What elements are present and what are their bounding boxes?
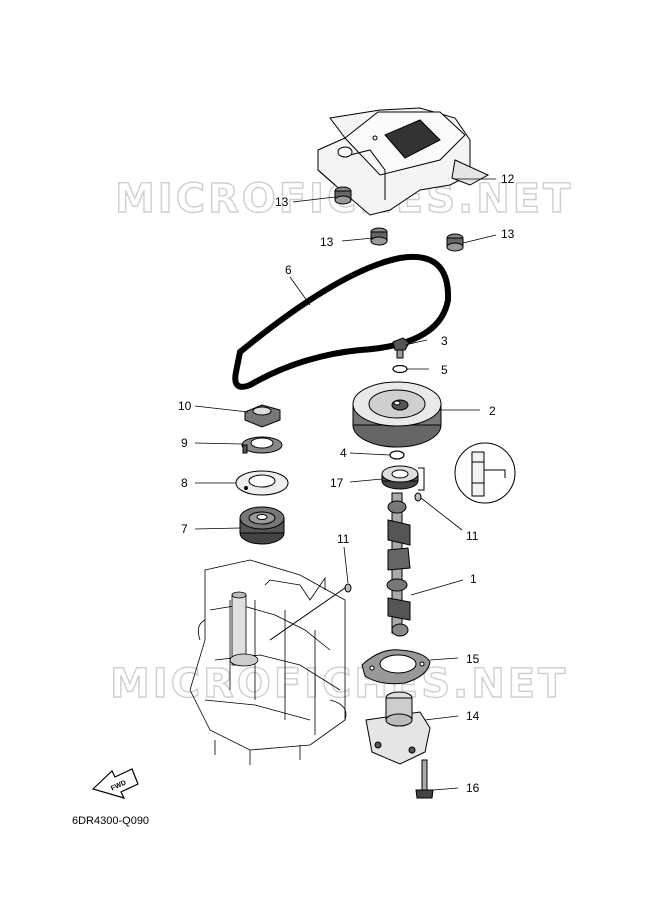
part-11-pin-b[interactable] — [344, 583, 352, 593]
callout-17: 17 — [330, 476, 344, 490]
part-11-pin-a[interactable] — [414, 492, 422, 502]
callout-8: 8 — [181, 476, 188, 490]
part-9-lock-washer[interactable] — [241, 436, 283, 454]
callout-10: 10 — [178, 399, 192, 413]
watermark-bottom: MICROFICHES.NET — [110, 661, 568, 707]
engine-block-outline — [189, 559, 347, 765]
callout-13-b: 13 — [320, 235, 334, 249]
part-16-bolt[interactable] — [415, 759, 434, 799]
callout-6: 6 — [285, 263, 292, 277]
part-4-washer[interactable] — [389, 450, 405, 460]
callout-4: 4 — [340, 446, 347, 460]
part-1-camshaft[interactable] — [386, 492, 411, 637]
part-15-gasket[interactable] — [361, 649, 431, 685]
part-7-drive-gear[interactable] — [239, 506, 285, 545]
callout-5: 5 — [441, 363, 448, 377]
part-2-camshaft-pulley[interactable] — [352, 381, 442, 448]
part-5-washer[interactable] — [392, 364, 408, 374]
part-10-nut[interactable] — [244, 404, 281, 428]
callout-12: 12 — [501, 172, 515, 186]
part-6-timing-belt[interactable] — [232, 253, 452, 390]
fwd-arrow-icon: FWD — [91, 768, 139, 799]
callout-2: 2 — [489, 404, 496, 418]
leader-lines — [194, 178, 497, 791]
callout-9: 9 — [181, 436, 188, 450]
callout-11-a: 11 — [466, 529, 479, 543]
callout-16: 16 — [466, 781, 480, 795]
callout-14: 14 — [466, 709, 480, 723]
part-13-grommet-b[interactable] — [370, 227, 388, 246]
part-14-oil-pump[interactable] — [365, 691, 431, 765]
detail-inset-pin — [418, 442, 516, 504]
callout-11-b: 11 — [337, 532, 350, 546]
part-8-plate[interactable] — [235, 470, 289, 496]
part-13-grommet-a[interactable] — [334, 186, 352, 205]
part-3-bolt[interactable] — [392, 337, 410, 359]
callout-3: 3 — [441, 334, 448, 348]
callout-15: 15 — [466, 652, 480, 666]
part-17-oil-seal[interactable] — [381, 465, 419, 490]
part-13-grommet-c[interactable] — [446, 233, 464, 252]
callout-13-c: 13 — [501, 227, 515, 241]
callout-13-a: 13 — [275, 195, 289, 209]
callout-1: 1 — [470, 572, 477, 586]
diagram-code: 6DR4300-Q090 — [72, 815, 150, 827]
callout-7: 7 — [181, 522, 188, 536]
